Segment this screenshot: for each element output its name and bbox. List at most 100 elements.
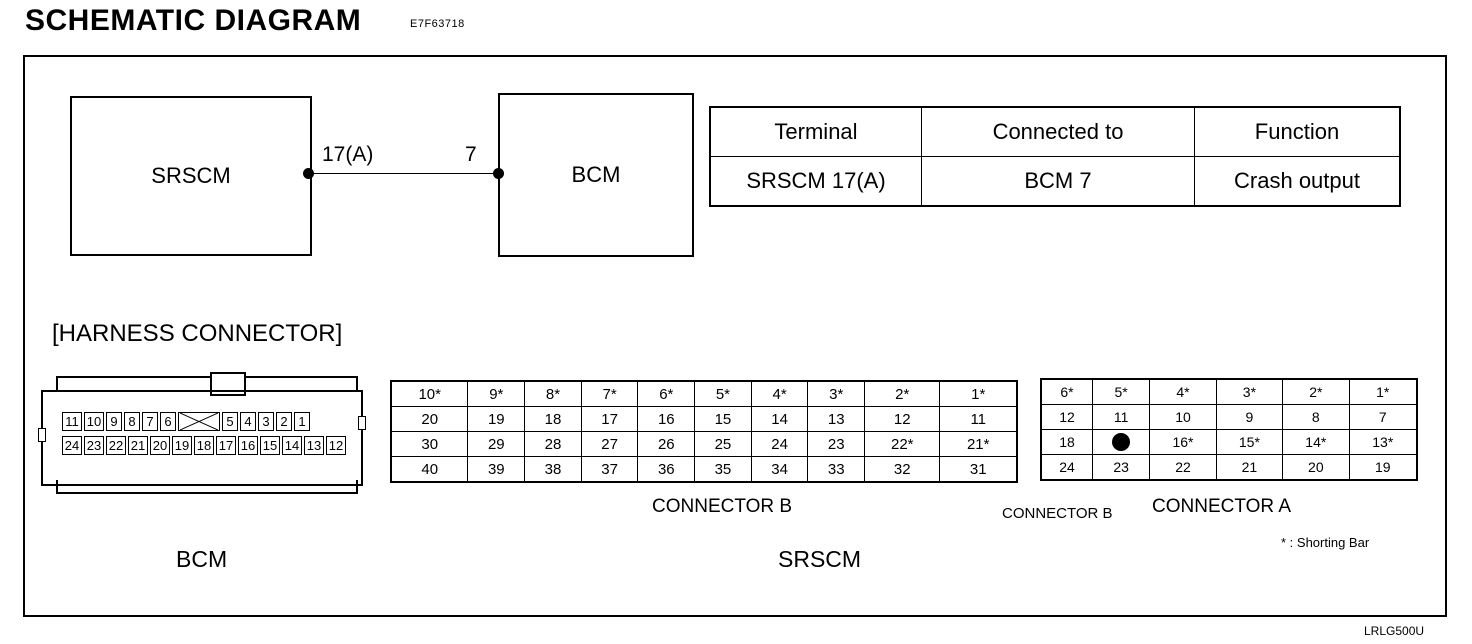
connector-b-pin: 31: [939, 456, 1018, 483]
connector-b-pin: 19: [467, 406, 526, 432]
connector-b-pin: 27: [580, 431, 639, 457]
connector-b-pin: 37: [580, 456, 639, 483]
filled-cavity-icon: [1112, 433, 1131, 452]
bcm-pin: 6: [160, 412, 176, 431]
connector-a-pin: 4*: [1149, 378, 1217, 405]
connector-a-pin: 6*: [1040, 378, 1093, 405]
bcm-pin: 7: [142, 412, 158, 431]
bcm-pin: 18: [194, 436, 214, 455]
connector-b-pin: 12: [864, 406, 941, 432]
connector-b-pin: 33: [807, 456, 866, 483]
connector-a-pin: 23: [1091, 454, 1151, 481]
bcm-pin: 23: [84, 436, 104, 455]
bcm-connector-latch: [210, 372, 246, 396]
header-terminal: Terminal: [709, 106, 922, 157]
bcm-pin: 8: [124, 412, 140, 431]
connector-b-row: 10*9*8*7*6*5*4*3*2*1*: [390, 380, 1018, 407]
bcm-connector-top-rail: [56, 376, 358, 392]
bcm-pin: 15: [260, 436, 280, 455]
connector-b-pin: 3*: [807, 380, 866, 407]
cell-terminal: SRSCM 17(A): [709, 156, 922, 207]
bcm-pin: 17: [216, 436, 236, 455]
diagram-frame: [23, 55, 1447, 617]
connector-a-pin: 9: [1215, 404, 1284, 430]
connector-b-pin: 5*: [694, 380, 752, 407]
connector-a-pin: 1*: [1348, 378, 1418, 405]
bcm-pin: 2: [276, 412, 292, 431]
connector-b-pin: 20: [390, 406, 469, 432]
connector-b-pin: 35: [694, 456, 752, 483]
connector-b-pin: 4*: [750, 380, 809, 407]
connector-b-pin: 1*: [939, 380, 1018, 407]
wire: [308, 173, 498, 174]
bcm-terminal-dot: [493, 168, 504, 179]
page-title: SCHEMATIC DIAGRAM: [25, 4, 362, 37]
connector-a-pin: 13*: [1348, 429, 1418, 455]
bcm-pin: 5: [222, 412, 238, 431]
cell-connected-to: BCM 7: [921, 156, 1195, 207]
bcm-pin: 9: [106, 412, 122, 431]
connector-b-pin: 22*: [864, 431, 941, 457]
connector-b-pin: 26: [637, 431, 696, 457]
bcm-connector-left-key: [38, 428, 46, 442]
bcm-pin: 24: [62, 436, 82, 455]
bcm-pin: 21: [128, 436, 148, 455]
footer-code: LRLG500U: [1364, 624, 1425, 638]
connector-a-pin: 7: [1348, 404, 1418, 430]
bcm-connector-bottom-rail: [56, 480, 358, 494]
connector-b-pin: 10*: [390, 380, 469, 407]
diagram-code: E7F63718: [410, 18, 465, 30]
bcm-pin: 12: [326, 436, 346, 455]
connector-a-pin: 14*: [1282, 429, 1350, 455]
connector-b-pin: 40: [390, 456, 469, 483]
bcm-pin-label: 7: [465, 143, 477, 166]
connector-a-pin: 5*: [1091, 378, 1151, 405]
connector-b-pin: 34: [750, 456, 809, 483]
connector-a-pin: 24: [1040, 454, 1093, 481]
srscm-pin-label: 17(A): [322, 143, 374, 166]
cell-function: Crash output: [1194, 156, 1401, 207]
connector-b-pin: 25: [694, 431, 752, 457]
connector-a-pin: 2*: [1282, 378, 1350, 405]
bcm-pin: 16: [238, 436, 258, 455]
connector-a-pin: 15*: [1215, 429, 1284, 455]
connector-a-pin: 16*: [1149, 429, 1217, 455]
terminal-table-row: SRSCM 17(A) BCM 7 Crash output: [709, 156, 1401, 207]
connector-a-row: 18 16*15*14*13*: [1040, 429, 1418, 455]
connector-b-caption: CONNECTOR B: [652, 496, 793, 517]
connector-b-pin: 16: [637, 406, 696, 432]
connector-b-pin: 13: [807, 406, 866, 432]
bcm-connector-right-key: [358, 416, 366, 430]
connector-b-pin: 23: [807, 431, 866, 457]
connector-a-pin: 3*: [1215, 378, 1284, 405]
connector-b-pin: 15: [694, 406, 752, 432]
bcm-pin: 13: [304, 436, 324, 455]
shorting-bar-note: * : Shorting Bar: [1281, 535, 1370, 550]
bcm-box-label: BCM: [571, 162, 621, 187]
connector-b-pin: 39: [467, 456, 526, 483]
harness-title: [HARNESS CONNECTOR]: [52, 320, 343, 347]
srscm-box: SRSCM: [70, 96, 312, 256]
bcm-box: BCM: [498, 93, 694, 257]
connector-a-pin: 22: [1149, 454, 1217, 481]
connector-a-caption: CONNECTOR A: [1152, 496, 1292, 517]
connector-a-row: 6*5*4*3*2*1*: [1040, 378, 1418, 405]
header-connected-to: Connected to: [921, 106, 1195, 157]
bcm-pin: 3: [258, 412, 274, 431]
connector-b-pin: 7*: [580, 380, 639, 407]
connector-b-pin: 38: [524, 456, 582, 483]
bcm-blank-cavity: [178, 412, 220, 431]
connector-b-pin: 21*: [939, 431, 1018, 457]
connector-a-pin: 18: [1040, 429, 1093, 455]
bcm-caption: BCM: [176, 546, 228, 572]
bcm-pin: 14: [282, 436, 302, 455]
terminal-table-header: Terminal Connected to Function: [709, 106, 1401, 157]
srscm-box-label: SRSCM: [151, 163, 231, 188]
